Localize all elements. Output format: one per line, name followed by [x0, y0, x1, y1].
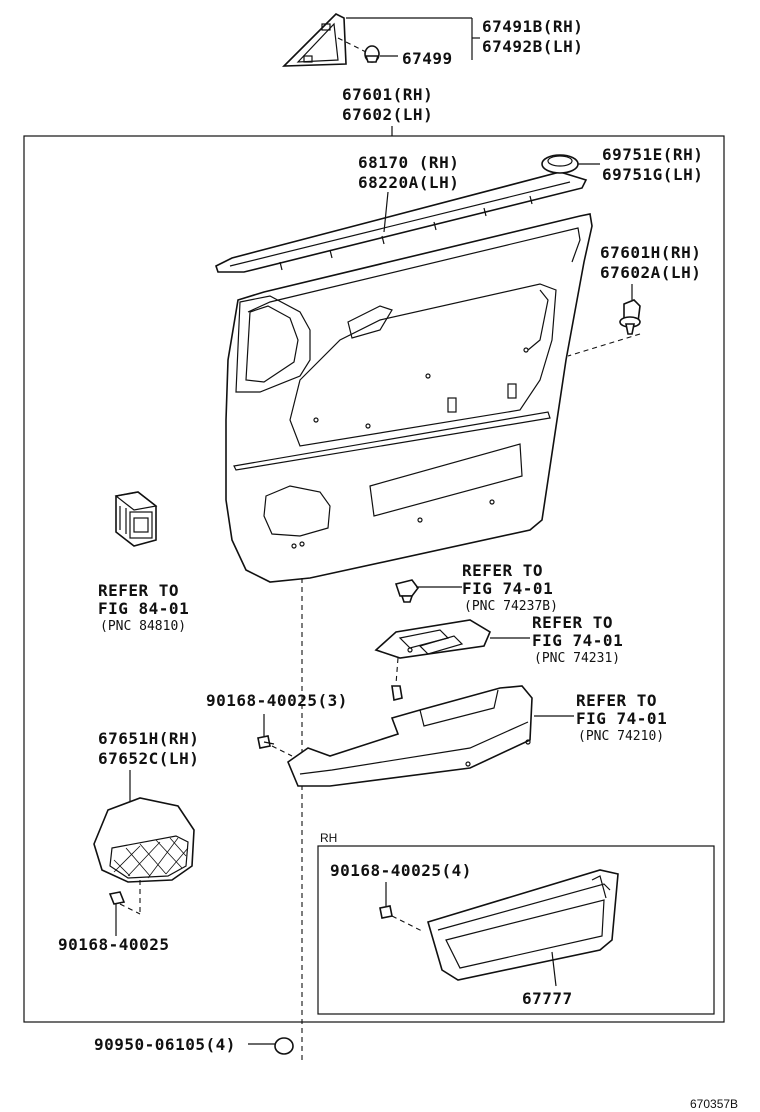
ref210-line2: FIG 74-01 — [576, 709, 667, 728]
label-67491b: 67491B(RH) — [482, 17, 583, 36]
label-68220a: 68220A(LH) — [358, 173, 459, 192]
rh-box — [317, 845, 715, 1015]
screw-part — [391, 685, 403, 701]
trim-clip-part — [619, 299, 641, 335]
door-switch-part — [114, 491, 158, 547]
ref84-line1: REFER TO — [98, 581, 179, 600]
label-68170: 68170 (RH) — [358, 153, 459, 172]
belt-molding-part — [215, 171, 588, 273]
screw-3-part — [257, 735, 275, 749]
quarter-molding-part — [282, 13, 347, 67]
ref231-line1: REFER TO — [532, 613, 613, 632]
ref237-line1: REFER TO — [462, 561, 543, 580]
switch-base-part — [374, 619, 492, 659]
label-67651h: 67651H(RH) — [98, 729, 199, 748]
label-clip: 90950-06105(4) — [94, 1035, 236, 1054]
screw-4-part — [379, 905, 393, 919]
label-67652c: 67652C(LH) — [98, 749, 199, 768]
hole-clip-part — [274, 1037, 294, 1055]
door-trim-board-part — [225, 213, 593, 583]
armrest-part — [287, 685, 533, 787]
label-screw-4: 90168-40025(4) — [330, 861, 472, 880]
ref84-line2: FIG 84-01 — [98, 599, 189, 618]
label-67601: 67601(RH) — [342, 85, 433, 104]
ref237-line3: (PNC 74237B) — [464, 599, 558, 614]
switch-cover-part — [394, 579, 419, 603]
speaker-grille-part — [93, 797, 195, 883]
label-67602a: 67602A(LH) — [600, 263, 701, 282]
ref231-line3: (PNC 74231) — [534, 651, 620, 666]
label-67777: 67777 — [522, 989, 573, 1008]
label-69751e: 69751E(RH) — [602, 145, 703, 164]
label-67492b: 67492B(LH) — [482, 37, 583, 56]
label-69751g: 69751G(LH) — [602, 165, 703, 184]
label-67601h: 67601H(RH) — [600, 243, 701, 262]
clip-67499-part — [364, 45, 380, 63]
pocket-67777-part — [427, 869, 619, 981]
ref84-line3: (PNC 84810) — [100, 619, 186, 634]
ref231-line2: FIG 74-01 — [532, 631, 623, 650]
label-screw-grille: 90168-40025 — [58, 935, 169, 954]
grommet-part — [541, 154, 579, 174]
label-67499: 67499 — [402, 49, 453, 68]
label-screw-3: 90168-40025(3) — [206, 691, 348, 710]
main-frame — [23, 135, 725, 1023]
ref210-line1: REFER TO — [576, 691, 657, 710]
ref210-line3: (PNC 74210) — [578, 729, 664, 744]
figure-number: 670357B — [690, 1097, 738, 1111]
screw-grille-part — [108, 891, 126, 905]
ref237-line2: FIG 74-01 — [462, 579, 553, 598]
rh-tag: RH — [320, 831, 337, 845]
label-67602: 67602(LH) — [342, 105, 433, 124]
